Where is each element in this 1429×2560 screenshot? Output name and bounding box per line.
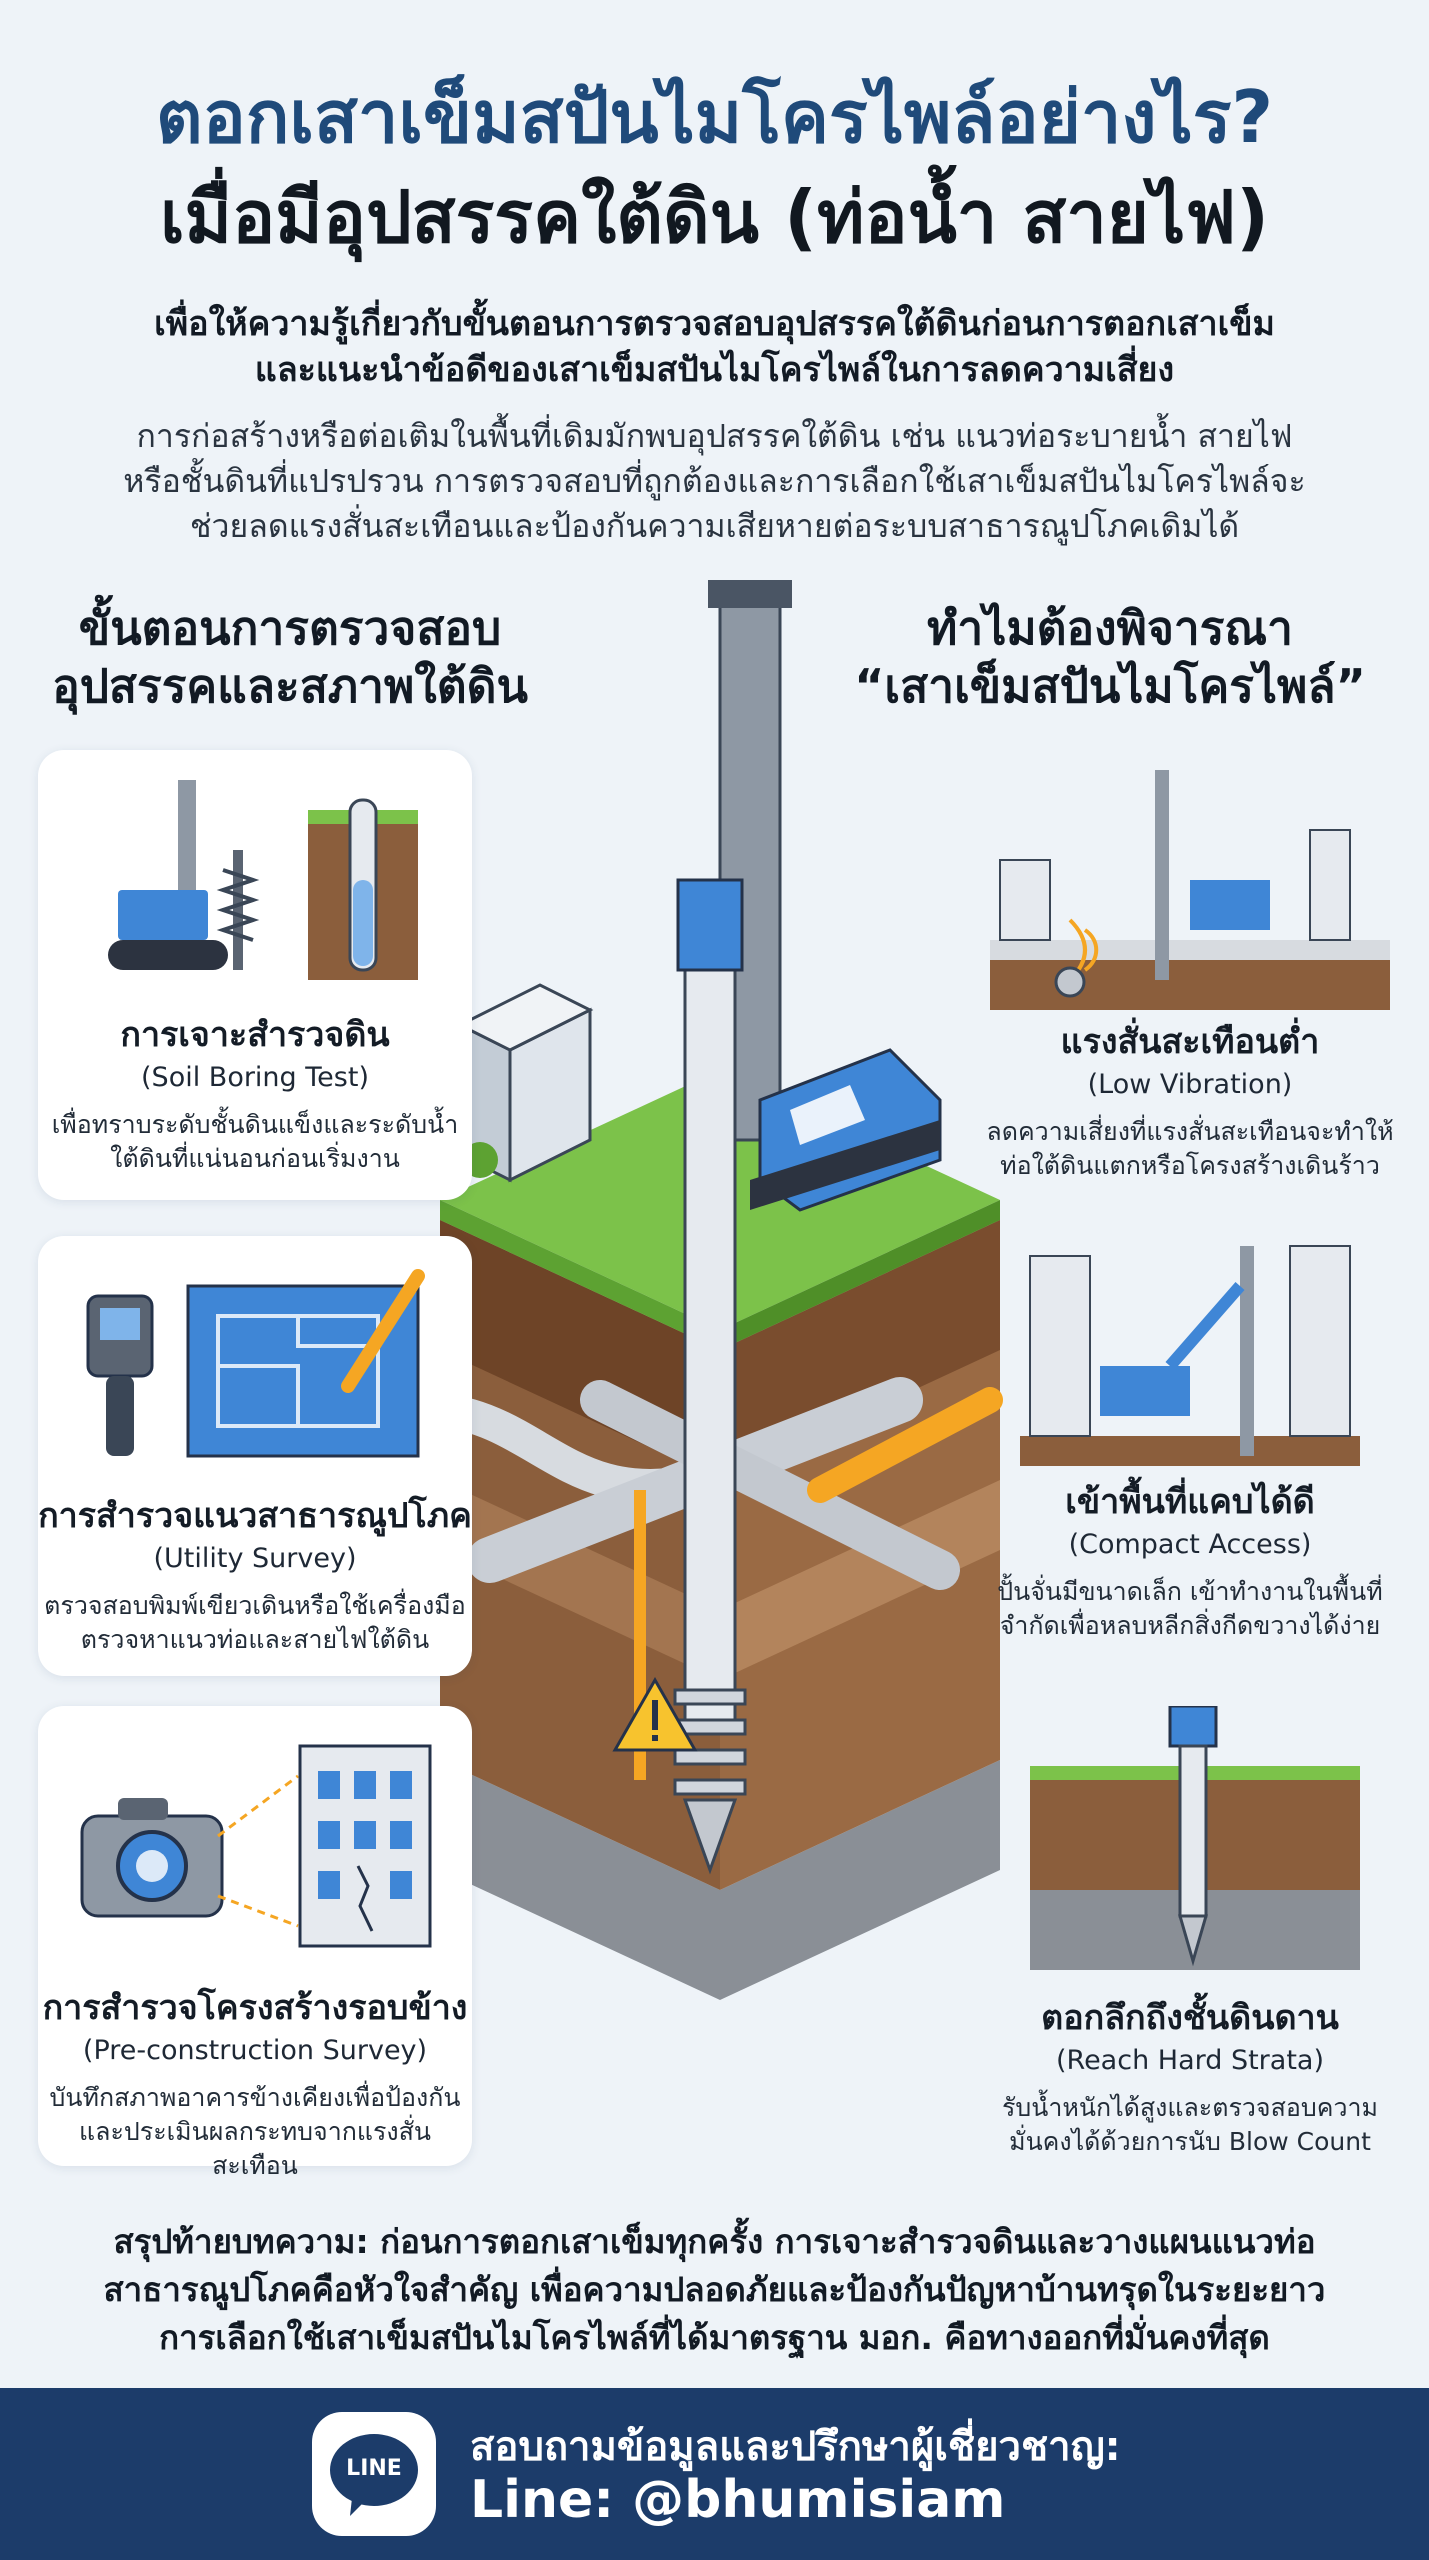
line-id-link[interactable]: Line: @bhumisiam	[470, 2470, 1006, 2530]
utility-survey-illustration	[86, 1269, 425, 1458]
intro-line3: ช่วยลดแรงสั่นสะเทือนและป้องกันความเสียหา…	[189, 506, 1240, 545]
item-title: ตอกลึกถึงชั้นดินดาน	[1041, 1998, 1339, 2038]
card-desc: บันทึกสภาพอาคารข้างเคียงเพื่อป้องกัน และ…	[38, 2081, 472, 2182]
line-logo-text: LINE	[346, 2456, 402, 2481]
card-english: (Pre-construction Survey)	[82, 2034, 428, 2066]
item-desc: ปั้นจั่นมีขนาดเล็ก เข้าทำงานในพื้นที่ จำ…	[960, 1575, 1420, 1643]
card-title: การสำรวจแนวสาธารณูปโภค	[38, 1496, 472, 1536]
summary-line3: การเลือกใช้เสาเข็มสปันไมโครไพล์ที่ได้มาต…	[159, 2317, 1270, 2357]
card-desc-line2: ใต้ดินที่แน่นอนก่อนเริ่มงาน	[110, 1143, 400, 1173]
summary-line1: สรุปท้ายบทความ: ก่อนการตอกเสาเข็มทุกครั้…	[113, 2222, 1316, 2261]
card-desc-line1: ตรวจสอบพิมพ์เขียวเดินหรือใช้เครื่องมือ	[44, 1591, 466, 1621]
left-heading-line2: อุปสรรคและสภาพใต้ดิน	[52, 658, 528, 713]
item-compact-access: เข้าพื้นที่แคบได้ดี (Compact Access) ปั้…	[960, 1482, 1420, 1643]
line-logo-icon[interactable]: LINE	[312, 2412, 436, 2536]
card-title: การเจาะสำรวจดิน	[120, 1015, 390, 1055]
hard-strata-illustration	[1030, 1706, 1360, 1970]
compact-access-illustration	[1020, 1245, 1360, 1466]
preconstruction-illustration	[80, 1744, 432, 1948]
bedrock-layer	[440, 1760, 1000, 2000]
contact-label: สอบถามข้อมูลและปรึกษาผู้เชี่ยวชาญ:	[470, 2424, 1121, 2470]
blueprint-icon	[186, 1269, 425, 1458]
subtitle-line2: และแนะนำข้อดีของเสาเข็มสปันไมโครไพล์ในกา…	[254, 349, 1175, 390]
item-desc: รับน้ำหนักได้สูงและตรวจสอบความ มั่นคงได้…	[960, 2091, 1420, 2159]
pile-hammer	[676, 878, 744, 972]
left-heading-line1: ขั้นตอนการตรวจสอบ	[78, 601, 502, 655]
item-desc-line1: รับน้ำหนักได้สูงและตรวจสอบความ	[1001, 2093, 1379, 2123]
item-english: (Reach Hard Strata)	[1055, 2044, 1324, 2076]
card-desc: ตรวจสอบพิมพ์เขียวเดินหรือใช้เครื่องมือ ต…	[38, 1589, 472, 1657]
title-line2: เมื่อมีอุปสรรคใต้ดิน (ท่อน้ำ สายไฟ)	[159, 175, 1270, 259]
item-english: (Compact Access)	[1068, 1528, 1312, 1560]
title-line1: ตอกเสาเข็มสปันไมโครไพล์อย่างไร?	[155, 75, 1274, 159]
power-cable-right	[807, 1387, 1003, 1503]
item-desc-line1: ลดความเสี่ยงที่แรงสั่นสะเทือนจะทำให้	[986, 1117, 1394, 1147]
card-soil-boring: การเจาะสำรวจดิน (Soil Boring Test) เพื่อ…	[38, 750, 472, 1200]
utility-detector-icon	[86, 1294, 154, 1456]
cracked-building-icon	[298, 1744, 432, 1948]
left-section-heading: ขั้นตอนการตรวจสอบ อุปสรรคและสภาพใต้ดิน	[40, 600, 540, 715]
summary-text: สรุปท้ายบทความ: ก่อนการตอกเสาเข็มทุกครั้…	[50, 2218, 1379, 2362]
footer-banner	[0, 2388, 1429, 2560]
item-desc-line2: ท่อใต้ดินแตกหรือโครงสร้างเดินร้าว	[1000, 1150, 1380, 1180]
camera-icon	[80, 1798, 224, 1918]
item-title: แรงสั่นสะเทือนต่ำ	[1060, 1022, 1320, 1062]
intro-line1: การก่อสร้างหรือต่อเติมในพื้นที่เดิมมักพบ…	[136, 417, 1293, 455]
low-vibration-illustration	[990, 770, 1390, 1010]
right-heading-line2: “เสาเข็มสปันไมโครไพล์”	[854, 658, 1366, 713]
right-section-heading: ทำไมต้องพิจารณา “เสาเข็มสปันไมโครไพล์”	[840, 600, 1380, 715]
item-title: เข้าพื้นที่แคบได้ดี	[1065, 1482, 1315, 1522]
water-pipe-diagonal	[580, 1380, 960, 1590]
item-desc-line2: จำกัดเพื่อหลบหลีกสิ่งกีดขวางได้ง่าย	[999, 1610, 1381, 1640]
intro-line2: หรือชั้นดินที่แปรปรวน การตรวจสอบที่ถูกต้…	[123, 461, 1306, 500]
card-english: (Soil Boring Test)	[141, 1061, 369, 1093]
card-desc-line1: บันทึกสภาพอาคารข้างเคียงเพื่อป้องกัน	[49, 2083, 461, 2113]
item-hard-strata: ตอกลึกถึงชั้นดินดาน (Reach Hard Strata) …	[960, 1998, 1420, 2159]
subtitle: เพื่อให้ความรู้เกี่ยวกับขั้นตอนการตรวจสอ…	[60, 302, 1369, 394]
item-desc-line2: มั่นคงได้ด้วยการนับ Blow Count	[1009, 2126, 1371, 2156]
item-desc: ลดความเสี่ยงที่แรงสั่นสะเทือนจะทำให้ ท่อ…	[960, 1115, 1420, 1183]
item-english: (Low Vibration)	[1087, 1068, 1293, 1100]
card-desc-line2: และประเมินผลกระทบจากแรงสั่นสะเทือน	[79, 2116, 431, 2180]
spun-micro-pile	[683, 878, 737, 1722]
card-desc-line2: ตรวจหาแนวท่อและสายไฟใต้ดิน	[80, 1624, 430, 1654]
intro-text: การก่อสร้างหรือต่อเติมในพื้นที่เดิมมักพบ…	[60, 414, 1369, 548]
central-pile-illustration	[437, 580, 1003, 2000]
card-utility-survey: การสำรวจแนวสาธารณูปโภค (Utility Survey) …	[38, 1236, 472, 1676]
drill-rig-icon	[108, 780, 418, 980]
subtitle-line1: เพื่อให้ความรู้เกี่ยวกับขั้นตอนการตรวจสอ…	[154, 304, 1275, 344]
soil-sample-icon	[308, 798, 418, 980]
summary-line2: สาธารณูปโภคคือหัวใจสำคัญ เพื่อความปลอดภั…	[103, 2269, 1326, 2309]
card-preconstruction-survey: การสำรวจโครงสร้างรอบข้าง (Pre-constructi…	[38, 1706, 472, 2180]
card-english: (Utility Survey)	[153, 1542, 357, 1574]
item-desc-line1: ปั้นจั่นมีขนาดเล็ก เข้าทำงานในพื้นที่	[997, 1577, 1383, 1607]
card-desc: เพื่อทราบระดับชั้นดินแข็งและระดับน้ำ ใต้…	[38, 1108, 472, 1176]
right-heading-line1: ทำไมต้องพิจารณา	[927, 601, 1293, 655]
card-desc-line1: เพื่อทราบระดับชั้นดินแข็งและระดับน้ำ	[51, 1110, 459, 1140]
card-title: การสำรวจโครงสร้างรอบข้าง	[42, 1988, 468, 2028]
item-low-vibration: แรงสั่นสะเทือนต่ำ (Low Vibration) ลดความ…	[960, 1022, 1420, 1183]
